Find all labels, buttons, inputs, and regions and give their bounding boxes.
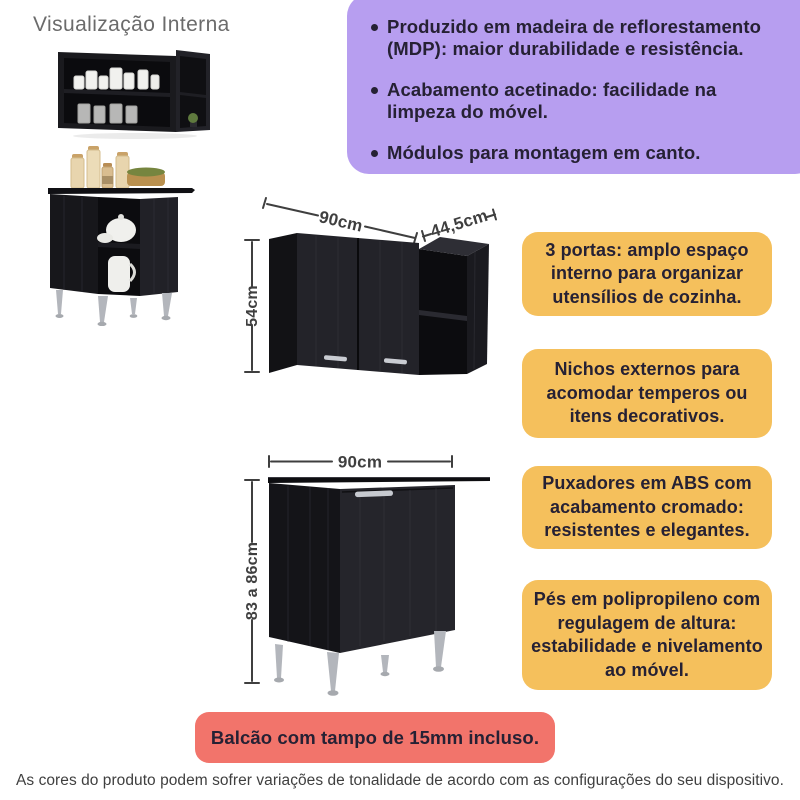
cabinet-side [50,194,98,294]
depth-dimension: 44,5cm [421,206,497,242]
door-handle [383,358,407,365]
wall-cabinet-drawing [269,233,489,375]
door-gap [341,487,454,493]
corner-unit-interior [180,56,206,128]
callout-handles: Puxadores em ABS com acabamento cromado:… [522,466,772,549]
callout-doors: 3 portas: amplo espaço interno para orga… [522,232,772,316]
cabinet-shelf [98,242,140,249]
cabinet-side [269,483,340,653]
callout-niches: Nichos externos para acomodar temperos o… [522,349,772,438]
base-cabinet-photo [48,146,195,326]
jars [70,146,130,189]
cabinet-door [140,197,178,296]
callout-feet: Pés em polipropileno com regulagem de al… [522,580,772,690]
highlight-box: Balcão com tampo de 15mm incluso. [195,712,555,763]
upper-depth-label: 44,5cm [428,206,490,241]
wooden-bowl [127,167,165,186]
feature-bullet: Produzido em madeira de reflorestamento … [367,16,797,60]
feature-text: Módulos para montagem em canto. [387,142,701,163]
features-list: Produzido em madeira de reflorestamento … [367,16,797,164]
cabinet-shelf [64,89,170,97]
door-handle [354,490,393,498]
white-canisters [73,67,160,90]
base-width-label: 90cm [338,453,382,472]
bullet-icon [371,150,378,157]
height-dimension: 54cm [244,239,261,373]
feature-bullet: Acabamento acetinado: facilidade na limp… [367,79,797,123]
upper-height-label: 54cm [244,285,261,327]
upper-width-label: 90cm [317,207,364,235]
plant-pot [190,121,197,127]
pitcher-handle [128,262,136,283]
feature-bullet: Módulos para montagem em canto. [367,142,797,164]
corner-niche [419,249,467,375]
disclaimer-text: As cores do produto podem sofrer variaçõ… [16,772,784,789]
cabinet-front [340,485,455,653]
feature-text: Produzido em madeira de reflorestamento … [387,16,761,59]
corner-niche-shelf [419,310,467,321]
bowl [97,233,113,243]
cabinet-legs [55,290,172,326]
corner-unit-shelf [180,92,206,98]
features-box: Produzido em madeira de reflorestamento … [347,0,800,174]
corner-unit-side [467,244,489,374]
base-cabinet-drawing [268,477,490,696]
base-cabinet-diagram: 90cm 83 a 86cm [244,453,490,696]
tureen-knob [118,214,124,220]
plant [188,113,198,123]
wall-cabinet-photo [58,50,210,139]
countertop [48,188,195,194]
countertop [268,477,490,483]
page-title: Visualização Interna [33,13,230,36]
width-dimension: 90cm [268,453,453,472]
door-handle [323,355,347,362]
pitcher [108,256,130,292]
base-height-label: 83 a 86cm [244,542,261,620]
glasses [77,103,138,124]
upper-cabinet-diagram: 90cm 44,5cm 54cm [244,197,497,375]
tureen [106,218,136,242]
height-dimension: 83 a 86cm [244,479,261,684]
corner-unit-top [419,237,489,256]
feature-text: Acabamento acetinado: facilidade na limp… [387,79,717,122]
photo-shadow [73,133,197,139]
cabinet-legs [274,631,446,696]
bullet-icon [371,87,378,94]
bullet-icon [371,24,378,31]
